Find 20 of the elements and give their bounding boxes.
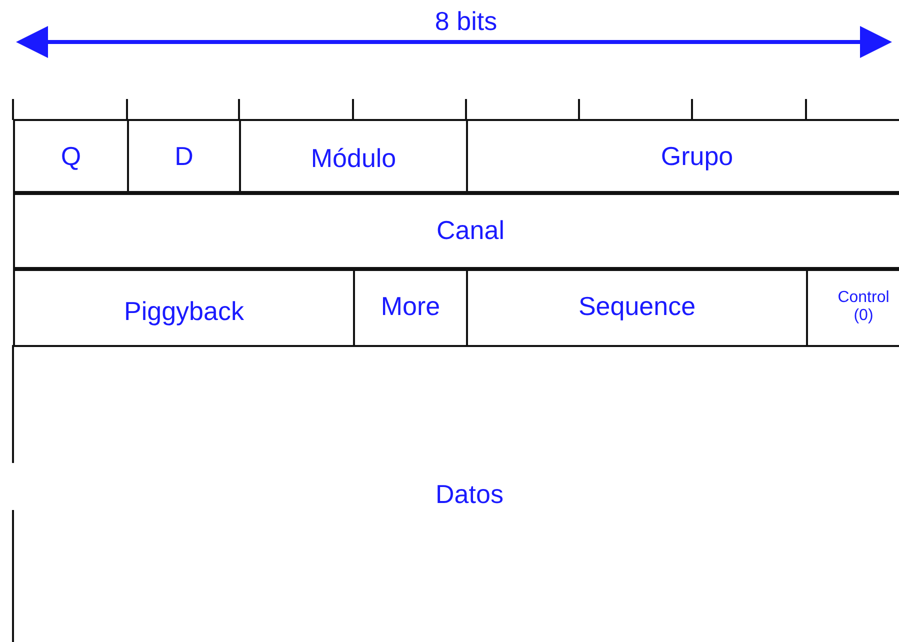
- field-cell: [239, 119, 466, 195]
- dimension-label: 8 bits: [434, 6, 498, 37]
- field-cell: [466, 119, 899, 195]
- field-name: Piggyback: [124, 297, 244, 327]
- field-cell: [127, 119, 239, 195]
- field-cell: [13, 119, 127, 195]
- field-cell: [13, 191, 899, 271]
- field-name: Canal: [436, 216, 504, 246]
- field-name: Q: [60, 142, 82, 172]
- field-cell: [806, 267, 899, 347]
- field-cell: [353, 267, 466, 347]
- field-name: Sequence: [578, 292, 696, 322]
- field-cell: [466, 267, 806, 347]
- field-name: Grupo: [660, 142, 734, 172]
- field-name: D: [174, 142, 194, 172]
- field-name: Módulo: [310, 144, 396, 174]
- field-name: Control (0): [836, 288, 890, 326]
- field-cell: [13, 267, 353, 347]
- field-name: Datos: [436, 480, 504, 510]
- field-name: More: [380, 292, 440, 322]
